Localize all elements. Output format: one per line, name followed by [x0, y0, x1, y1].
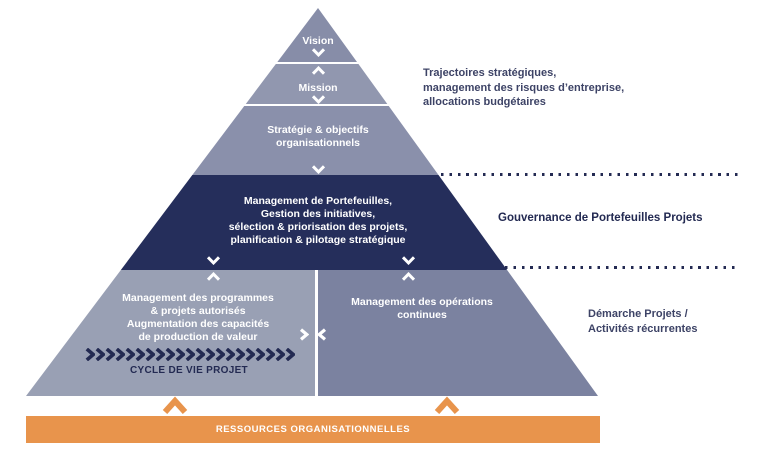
- chevron-down-icon: [311, 48, 326, 57]
- level-separator: [26, 104, 598, 106]
- cycle-chevron-right-icon: [155, 348, 165, 361]
- section-operations-band: [318, 270, 598, 396]
- chevron-up-icon: [311, 66, 326, 75]
- level-vision-label: Vision: [302, 35, 334, 47]
- cycle-chevron-right-icon: [245, 348, 255, 361]
- cycle-chevron-right-icon: [165, 348, 175, 361]
- chevron-right-icon: [299, 328, 309, 341]
- dotted-line-lower: [505, 266, 740, 269]
- cycle-chevron-right-icon: [255, 348, 265, 361]
- cycle-chevron-right-icon: [265, 348, 275, 361]
- chevron-up-icon: [401, 272, 416, 281]
- cycle-chevron-right-icon: [185, 348, 195, 361]
- cycle-chevron-right-icon: [205, 348, 215, 361]
- level-strategy-label: Stratégie & objectifs organisationnels: [267, 124, 369, 149]
- cycle-chevron-right-icon: [175, 348, 185, 361]
- cycle-chevron-right-icon: [275, 348, 285, 361]
- cycle-chevron-right-icon: [215, 348, 225, 361]
- resources-bar: RESSOURCES ORGANISATIONNELLES: [26, 416, 600, 443]
- cycle-chevron-right-icon: [285, 348, 295, 361]
- level-separator: [26, 62, 598, 64]
- cycle-chevron-right-icon: [145, 348, 155, 361]
- cycle-chevron-right-icon: [235, 348, 245, 361]
- section-operations-label: Management des opérations continues: [351, 296, 493, 321]
- annotation-portfolio-governance: Gouvernance de Portefeuilles Projets: [498, 212, 703, 224]
- cycle-chevron-right-icon: [85, 348, 95, 361]
- cycle-label: CYCLE DE VIE PROJET: [130, 365, 248, 376]
- cycle-chevron-right-icon: [95, 348, 105, 361]
- level-mission-label: Mission: [298, 82, 338, 94]
- annotation-strategic-trajectories: Trajectoires stratégiques, management de…: [423, 67, 625, 108]
- section-divider: [315, 270, 318, 396]
- level-portfolio-label: Management de Portefeuilles, Gestion des…: [228, 195, 408, 246]
- chevron-down-icon: [206, 256, 221, 265]
- cycle-chevron-right-icon: [225, 348, 235, 361]
- chevron-up-icon: [206, 272, 221, 281]
- dotted-line-upper: [441, 173, 740, 176]
- chevron-left-icon: [317, 328, 327, 341]
- chevron-down-icon: [401, 256, 416, 265]
- cycle-chevron-right-icon: [195, 348, 205, 361]
- cycle-chevron-right-icon: [105, 348, 115, 361]
- cycle-chevron-row: [85, 348, 297, 361]
- resources-bar-label: RESSOURCES ORGANISATIONNELLES: [215, 424, 411, 435]
- chevron-down-icon: [311, 95, 326, 104]
- section-programs-label: Management des programmes & projets auto…: [122, 292, 274, 343]
- cycle-chevron-right-icon: [115, 348, 125, 361]
- orange-chevron-up-icon: [162, 396, 188, 414]
- cycle-chevron-right-icon: [135, 348, 145, 361]
- annotation-project-approach: Démarche Projets / Activités récurrentes: [588, 308, 698, 335]
- orange-chevron-up-icon: [434, 396, 460, 414]
- cycle-chevron-right-icon: [125, 348, 135, 361]
- chevron-down-icon: [311, 165, 326, 174]
